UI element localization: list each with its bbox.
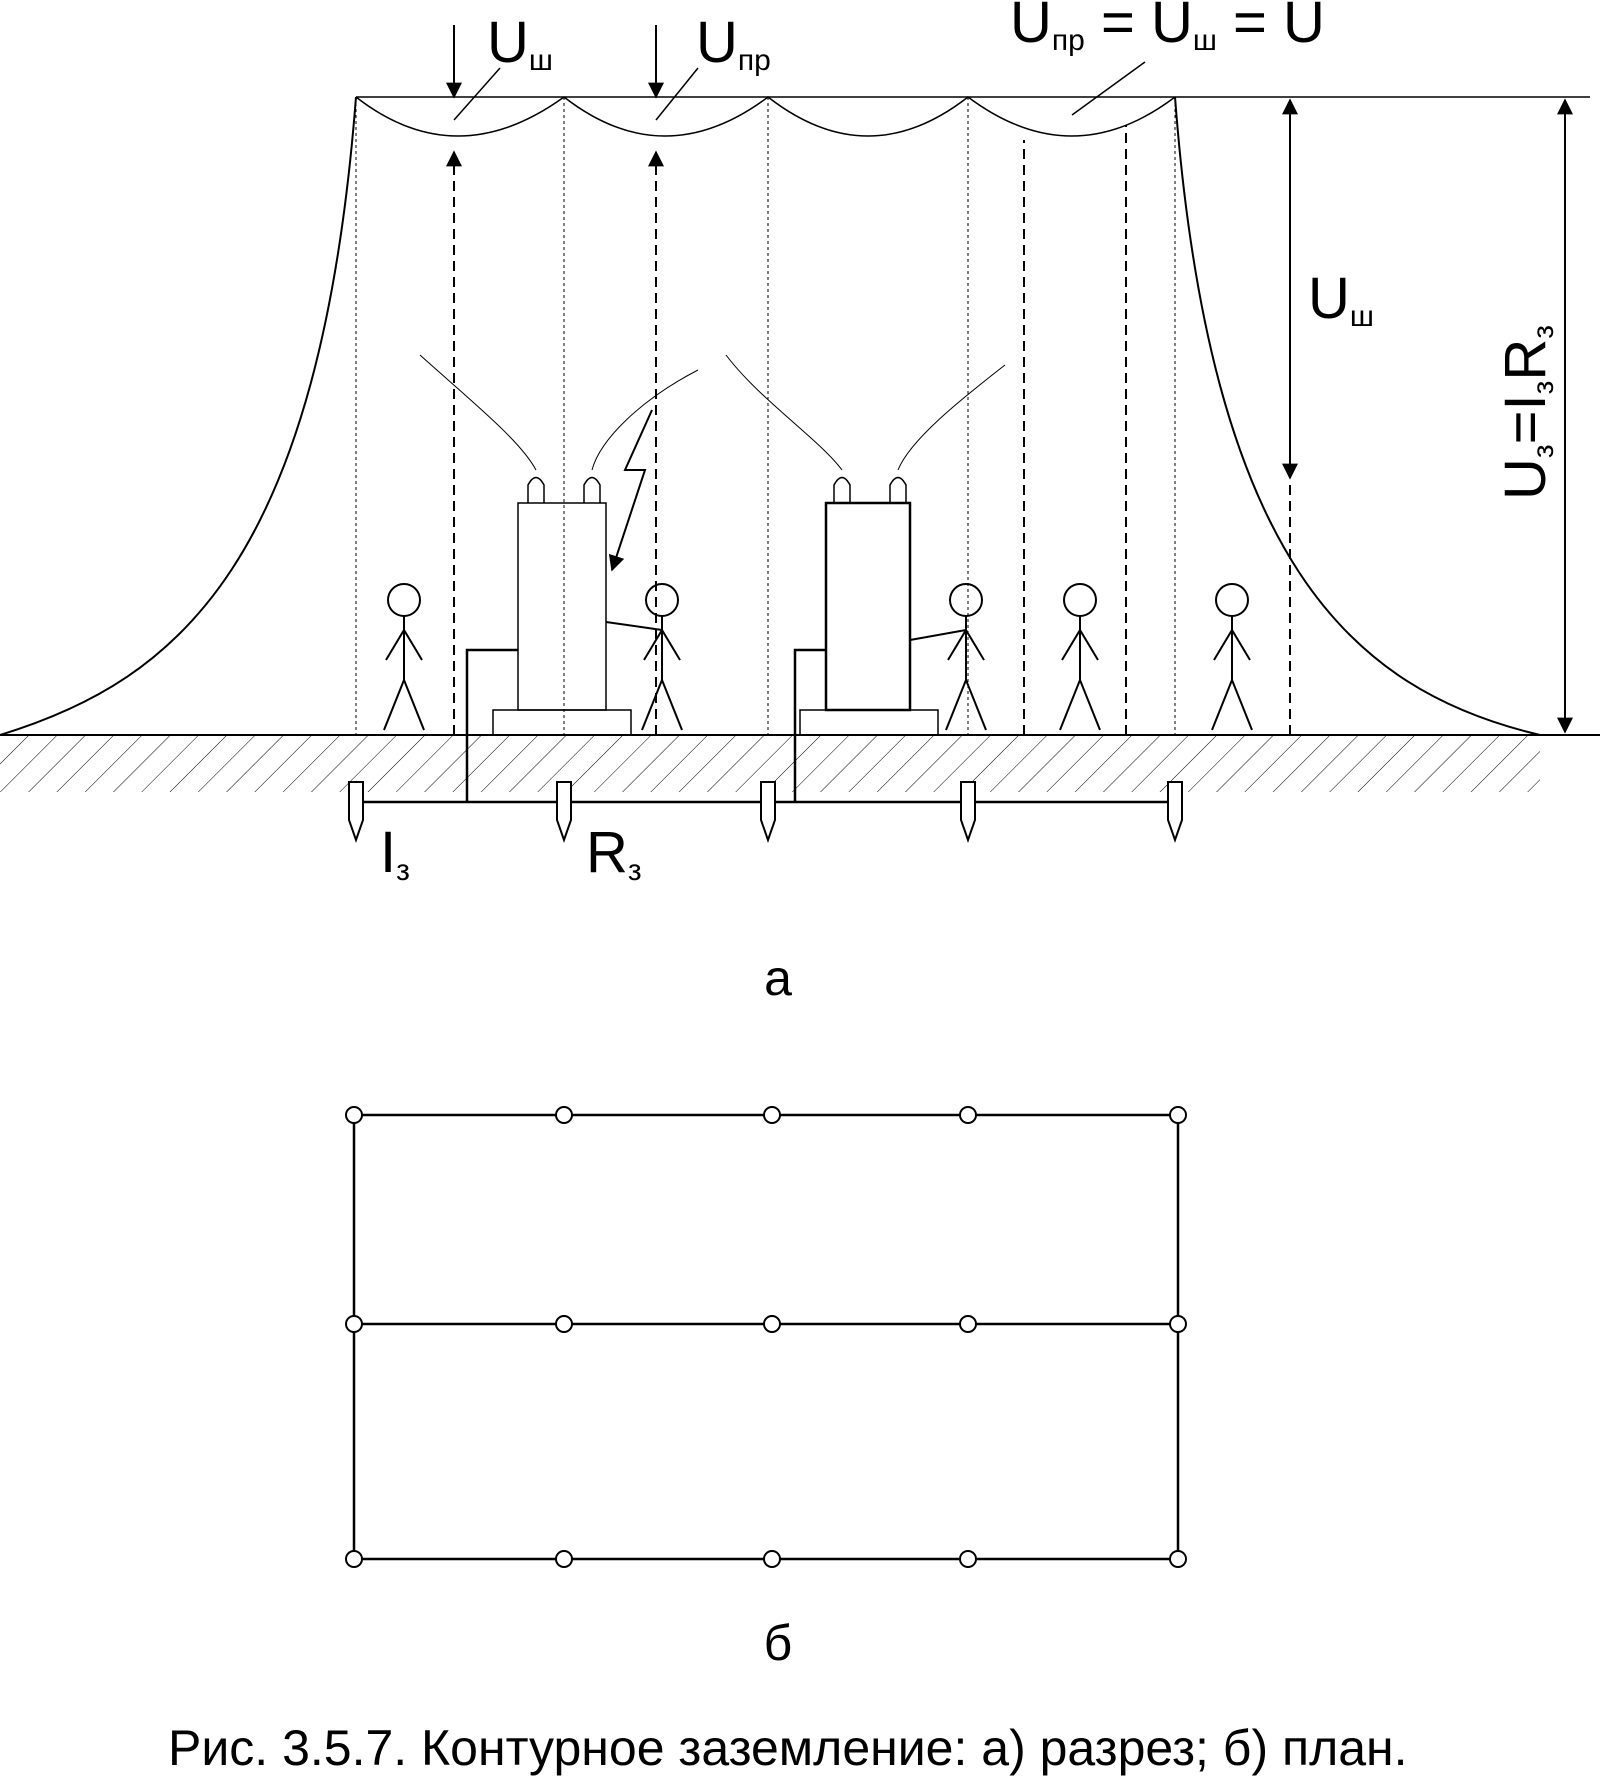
label-u-step-right: Uш [1308, 266, 1374, 333]
ground-electrode-icon [760, 781, 776, 841]
ground-electrode-icon [960, 781, 976, 841]
label-r-ground: Rз [586, 820, 642, 887]
person-icon [1059, 583, 1101, 731]
person-icon [1211, 583, 1253, 731]
electrode-projections [355, 97, 1176, 735]
transformer-icon [419, 354, 699, 736]
potential-curve [0, 97, 356, 735]
touch-hand [909, 629, 967, 641]
lightning-bolt-icon [608, 409, 653, 572]
panel-a-label: а [764, 950, 792, 1006]
potential-curve-right [1174, 96, 1541, 736]
grid-conductors [352, 1113, 1180, 1561]
ground-lead-2 [793, 648, 826, 802]
plan-view: б [345, 1106, 1187, 1671]
ground-electrode-icon [556, 781, 572, 841]
label-u-step: Uш [487, 10, 553, 77]
leader-u-touch [655, 67, 699, 121]
electrode-nodes [345, 1106, 1187, 1568]
leader-u-step [453, 67, 501, 121]
panel-b-label: б [764, 1615, 793, 1671]
ground-electrode-icon [1167, 781, 1183, 841]
person-icon [383, 583, 425, 731]
figure-caption: Рис. 3.5.7. Контурное заземление: а) раз… [168, 1720, 1408, 1776]
leader-equality [1071, 61, 1146, 116]
potential-curve-left [0, 96, 357, 736]
label-u-touch: Uпр [696, 10, 771, 77]
transformer-icon [725, 354, 1006, 736]
ground-lead-1 [465, 648, 518, 802]
label-u-ground: Uз=IзRз [1493, 325, 1560, 500]
label-i-ground: Iз [380, 820, 410, 887]
ground-electrode-icon [348, 781, 364, 841]
label-equality: Uпр = Uш = U [1010, 0, 1325, 57]
person-icon [945, 583, 987, 731]
potential-scallops [355, 96, 1176, 137]
section-view: Uш Uпр Uпр = Uш = U Uш Uз=IзRз Iз Rз а [0, 0, 1600, 1006]
touch-hand [605, 621, 663, 631]
person-icon [641, 583, 683, 731]
